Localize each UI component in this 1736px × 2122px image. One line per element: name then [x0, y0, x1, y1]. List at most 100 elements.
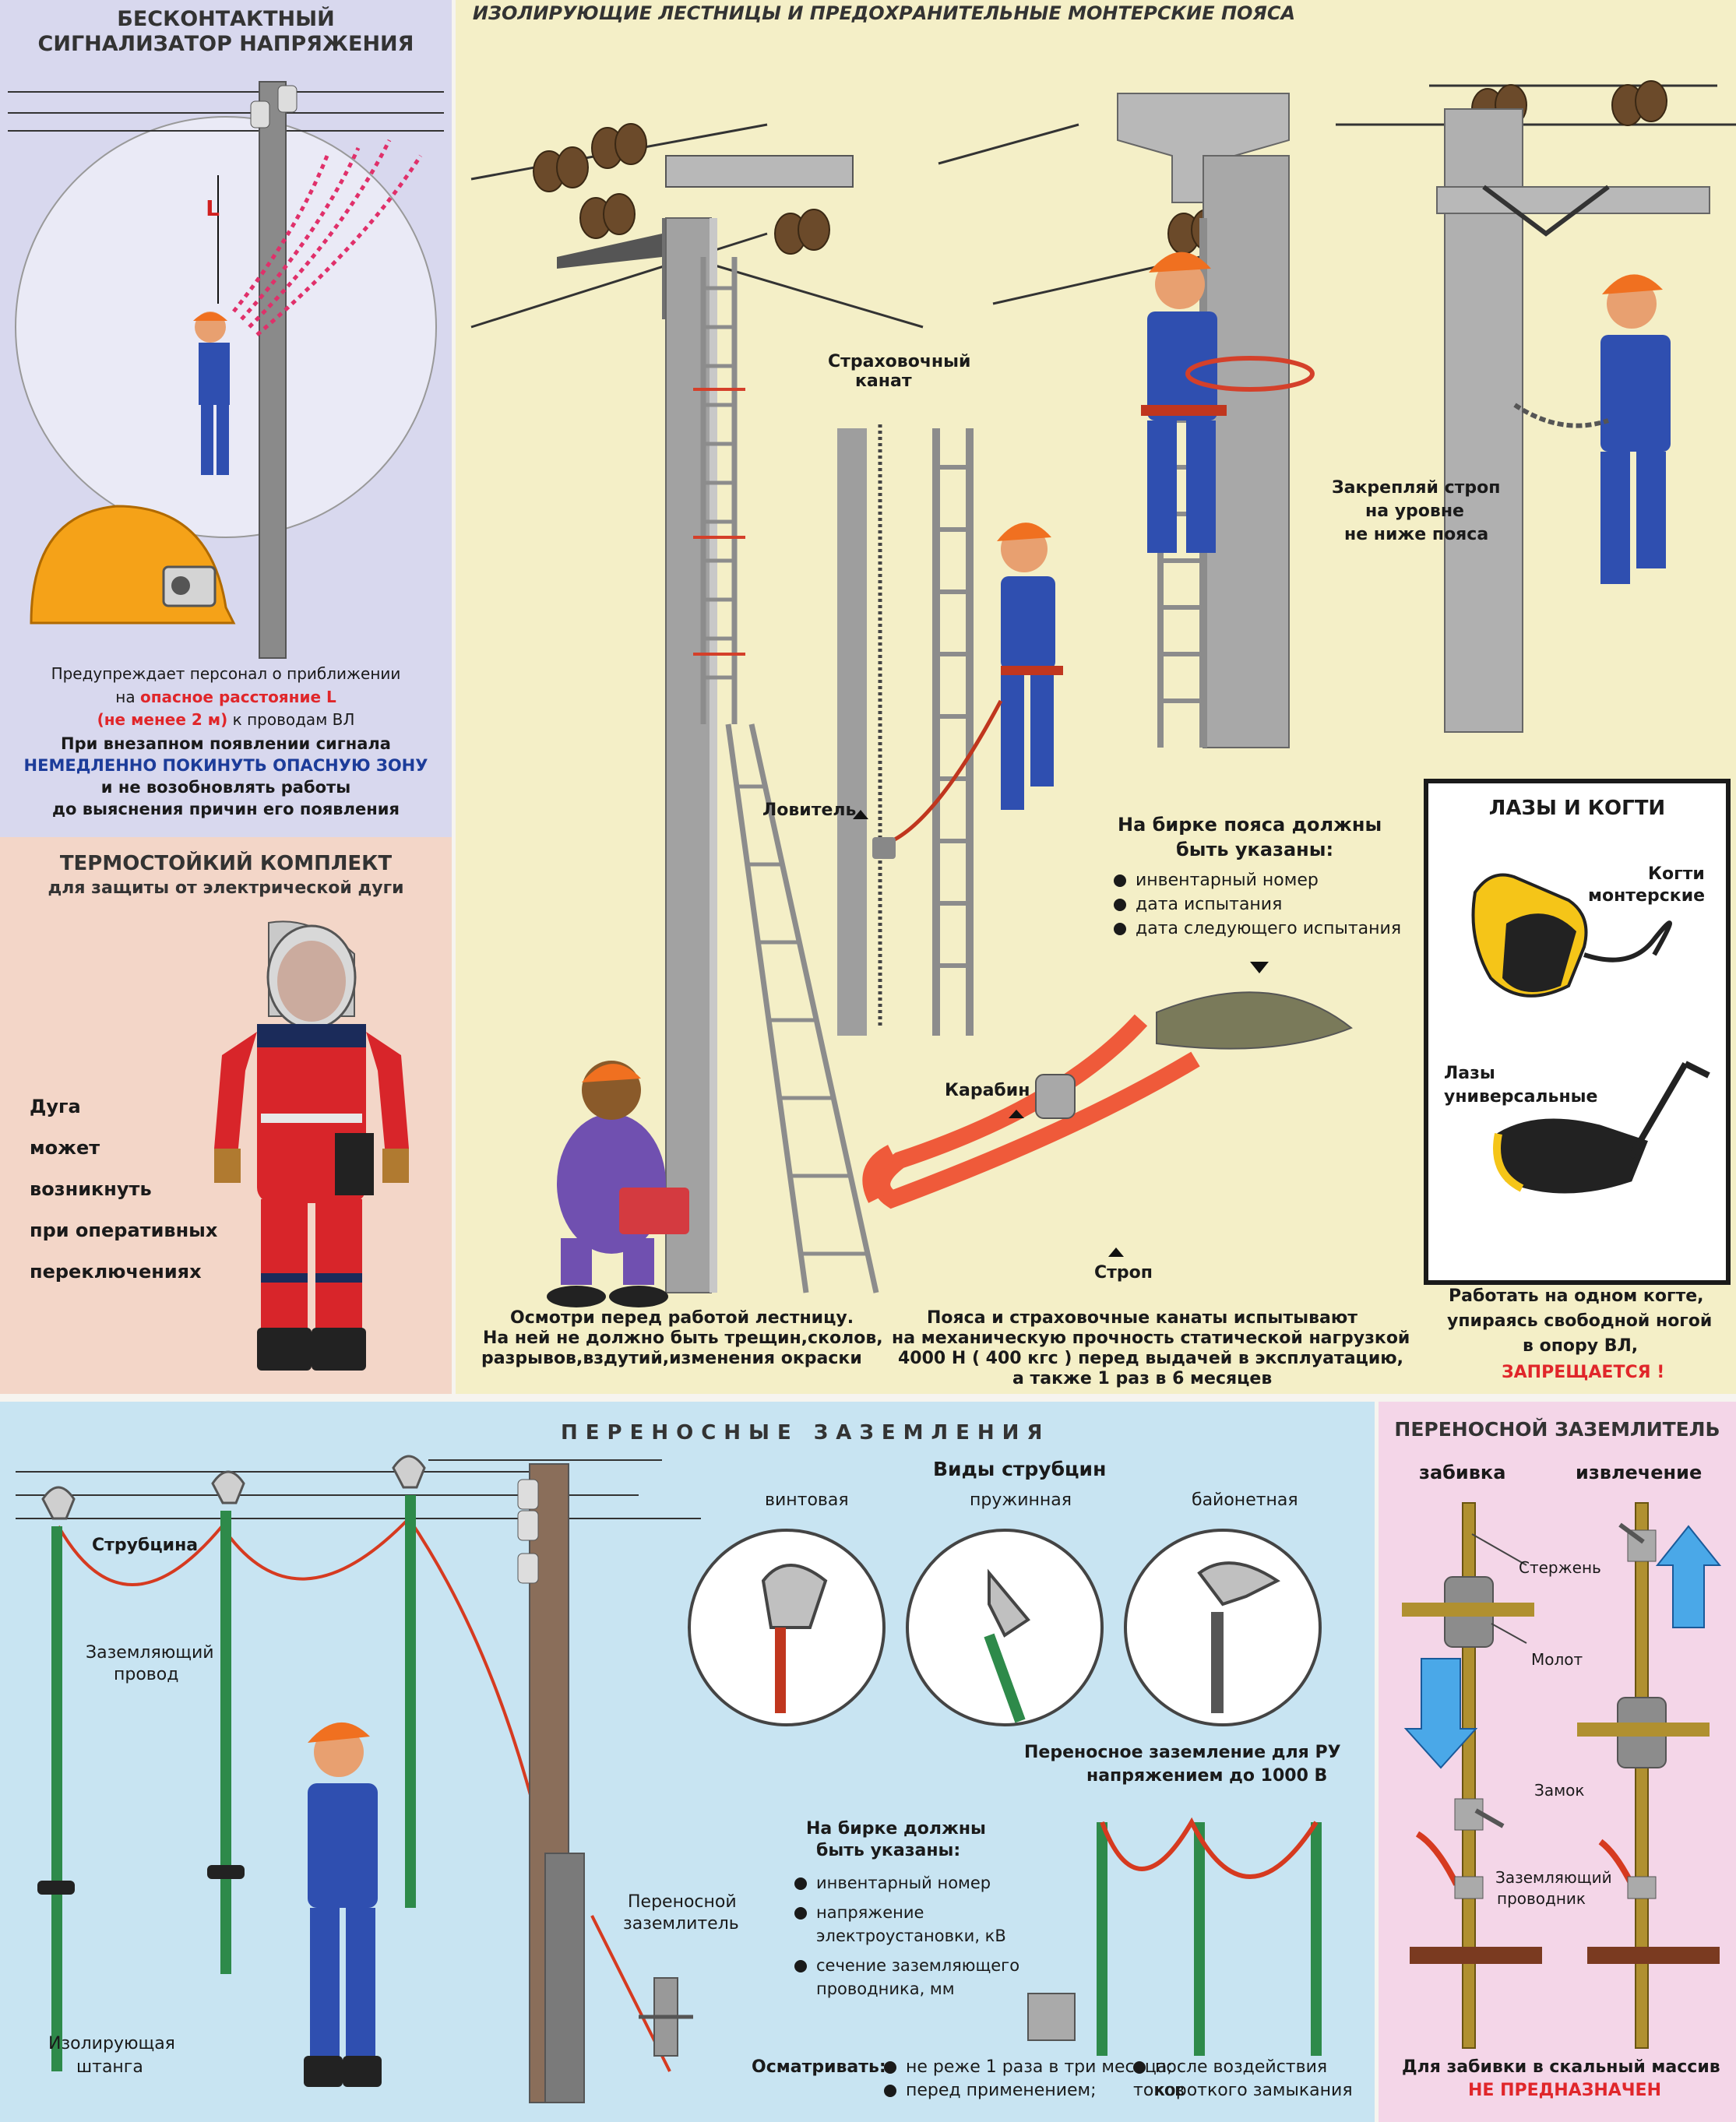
ground-rod-illustration: [1402, 1502, 1722, 2049]
conductor-label-line2: проводник: [1497, 1889, 1586, 1908]
gtag-title-line2: быть указаны:: [816, 1841, 961, 1860]
sensor-text2-pre: на: [115, 688, 140, 706]
inspect-item-2: перед применением;: [884, 2079, 1097, 2103]
ladders-title: ИЗОЛИРУЮЩИЕ ЛЕСТНИЦЫ И ПРЕДОХРАНИТЕЛЬНЫЕ…: [472, 2, 1296, 24]
strop-fix-line2: на уровне: [1365, 501, 1464, 521]
wire-label-line1: Заземляющий: [86, 1643, 214, 1663]
inspect-item-1: не реже 1 раза в три месяца;: [884, 2056, 1173, 2079]
suit-line-4: при оперативных: [30, 1219, 218, 1241]
strop-fix-line3: не ниже пояса: [1344, 525, 1489, 544]
sensor-l-label: L: [206, 195, 220, 221]
suit-line-2: может: [30, 1137, 100, 1159]
bullet-icon: [1133, 2061, 1146, 2074]
claws-warn-line2: упираясь свободной ногой: [1447, 1311, 1713, 1331]
inspect-item-4: короткого замыкания: [1155, 2079, 1353, 2103]
belt-test-line3: 4000 Н ( 400 кгс ) перед выдачей в экспл…: [898, 1349, 1403, 1368]
inspect-item-3: после воздействия токов: [1133, 2056, 1375, 2102]
ground-rod-col2: извлечение: [1576, 1462, 1703, 1483]
lock-label: Замок: [1534, 1781, 1585, 1800]
carabiner-label: Карабин: [945, 1081, 1030, 1100]
gtag-item-2-line2: электроустановки, кВ: [816, 1927, 1006, 1945]
belt-test-line2: на механическую прочность статической на…: [892, 1328, 1410, 1348]
types-title: Виды струбцин: [933, 1458, 1107, 1480]
gtag-title-line1: На бирке должны: [806, 1819, 986, 1839]
claws-label-line1: Когти: [1648, 864, 1705, 884]
grounding-panel: ПЕРЕНОСНЫЕ ЗАЗЕМЛЕНИЯ: [0, 1402, 1375, 2122]
conductor-label-line1: Заземляющий: [1495, 1868, 1612, 1887]
hammer-label: Молот: [1531, 1650, 1583, 1669]
belt-tag-item-3: дата следующего испытания: [1136, 919, 1402, 938]
sensor-text1: Предупреждает персонал о приближении: [51, 664, 401, 683]
claws-box: ЛАЗЫ И КОГТИ Когти монтерские Лазы униве…: [1424, 779, 1731, 1285]
rope-label-line2: канат: [855, 371, 912, 391]
suit-line-5: переключениях: [30, 1261, 202, 1283]
ground-rod-note-red: НЕ ПРЕДНАЗНАЧЕН: [1468, 2081, 1661, 2100]
sensor-text3: (не менее 2 м) к проводам ВЛ: [0, 710, 452, 730]
grounder-label-line1: Переносной: [628, 1892, 737, 1912]
ladders-panel: ИЗОЛИРУЮЩИЕ ЛЕСТНИЦЫ И ПРЕДОХРАНИТЕЛЬНЫЕ…: [456, 0, 1736, 1394]
bullet-icon: [794, 1877, 807, 1890]
sensor-text3-red: (не менее 2 м): [97, 710, 228, 729]
gtag-item-1: инвентарный номер: [816, 1874, 991, 1892]
rod-part-label: Стержень: [1519, 1558, 1601, 1577]
suit-line-1: Дуга: [30, 1096, 81, 1117]
inspect-item-4-text: короткого замыкания: [1155, 2081, 1353, 2100]
sensor-panel: БЕСКОНТАКТНЫЙ СИГНАЛИЗАТОР НАПРЯЖЕНИЯ L …: [0, 0, 452, 837]
bullet-icon: [1114, 899, 1126, 911]
ladder-check-line1: Осмотри перед работой лестницу.: [510, 1308, 854, 1328]
gtag-item-3-line1: сечение заземляющего: [816, 1956, 1020, 1975]
grounder-label-line2: заземлитель: [623, 1914, 739, 1934]
ground-rod-title: ПЕРЕНОСНОЙ ЗАЗЕМЛИТЕЛЬ: [1394, 1418, 1720, 1441]
suit-title: ТЕРМОСТОЙКИЙ КОМПЛЕКТ: [59, 852, 393, 875]
strop-label: Строп: [1094, 1263, 1153, 1283]
strop-fix-line1: Закрепляй строп: [1332, 478, 1501, 498]
sensor-title-line1: БЕСКОНТАКТНЫЙ: [117, 7, 335, 31]
wire-label-line2: провод: [114, 1665, 179, 1684]
bullet-icon: [884, 2085, 896, 2097]
belt-test-line4: а также 1 раз в 6 месяцев: [1012, 1369, 1273, 1388]
ground-rod-col1: забивка: [1419, 1462, 1506, 1483]
suit-subtitle: для защиты от электрической дуги: [48, 878, 404, 898]
rod-label-line2: штанга: [76, 2057, 143, 2077]
sensor-text5: НЕМЕДЛЕННО ПОКИНУТЬ ОПАСНУЮ ЗОНУ: [23, 756, 428, 775]
claws-title: ЛАЗЫ И КОГТИ: [1488, 797, 1666, 820]
ground-rod-note-line1: Для забивки в скальный массив: [1402, 2057, 1720, 2077]
sensor-text6: и не возобновлять работы: [100, 778, 351, 797]
bullet-icon: [794, 1960, 807, 1972]
ladders-illustration: [470, 80, 1736, 1307]
sensor-illustration: [8, 81, 444, 659]
bullet-icon: [884, 2061, 896, 2074]
belt-tag-list: инвентарный номер дата испытания дата сл…: [1114, 866, 1401, 943]
bullet-icon: [1114, 874, 1126, 887]
claws-warn-line3: в опору ВЛ,: [1523, 1336, 1639, 1356]
catcher-label: Ловитель: [762, 801, 857, 820]
belt-tag-item-1: инвентарный номер: [1136, 871, 1319, 890]
ladder-check-line2: На ней не должно быть трещин,сколов,: [483, 1328, 883, 1348]
type-screw: винтовая: [765, 1490, 849, 1510]
gtag-item-3-line2: проводника, мм: [816, 1979, 955, 1998]
sensor-text2-red: опасное расстояние L: [139, 688, 336, 706]
suit-panel: ТЕРМОСТОЙКИЙ КОМПЛЕКТ для защиты от элек…: [0, 837, 452, 1394]
belt-test-line1: Пояса и страховочные канаты испытывают: [927, 1308, 1358, 1328]
rod-label-line1: Изолирующая: [48, 2034, 175, 2053]
inspect-item-2-text: перед применением;: [906, 2081, 1097, 2100]
gtag-list: инвентарный номер напряжение электроуста…: [794, 1869, 1019, 2003]
ru-title-line2: напряжением до 1000 В: [1086, 1766, 1328, 1786]
ru-title-line1: Переносное заземление для РУ: [1024, 1743, 1341, 1762]
rope-label-line1: Страховочный: [828, 352, 971, 371]
suit-illustration: [214, 920, 409, 1371]
belt-tag-title-line1: На бирке пояса должны: [1118, 814, 1382, 836]
grounding-illustration: [16, 1455, 1322, 2103]
gtag-item-2-line1: напряжение: [816, 1903, 924, 1922]
suit-line-3: возникнуть: [30, 1178, 152, 1200]
inspect-item-3-text: после воздействия токов: [1133, 2057, 1328, 2100]
ground-rod-panel: ПЕРЕНОСНОЙ ЗАЗЕМЛИТЕЛЬ забивка извлечени…: [1379, 1402, 1736, 2122]
belt-tag-item-2: дата испытания: [1136, 895, 1283, 914]
belt-tag-title-line2: быть указаны:: [1176, 839, 1334, 860]
type-spring: пружинная: [970, 1490, 1072, 1510]
claws-warn-line1: Работать на одном когте,: [1449, 1286, 1704, 1306]
sensor-title-line2: СИГНАЛИЗАТОР НАПРЯЖЕНИЯ: [37, 32, 414, 56]
sensor-text4: При внезапном появлении сигнала: [61, 734, 391, 753]
ladder-check-line3: разрывов,вздутий,изменения окраски: [481, 1349, 862, 1368]
sensor-text7: до выяснения причин его появления: [52, 800, 400, 818]
